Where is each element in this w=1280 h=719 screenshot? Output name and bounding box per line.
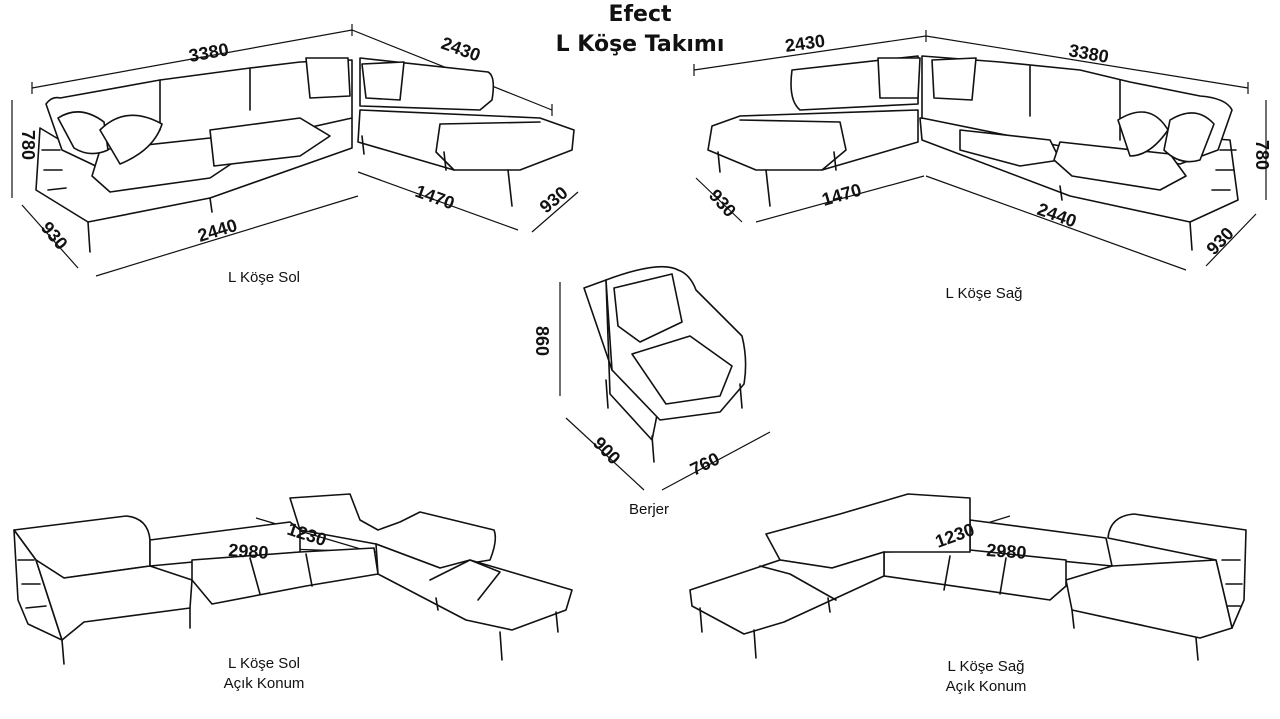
dim-rt-base-short: 1470 (820, 180, 864, 210)
dim-berjer-width: 760 (687, 448, 723, 479)
dim-berjer-depth: 900 (589, 433, 624, 469)
dim-lt-top-short: 2430 (439, 33, 483, 65)
sofa-legs (61, 597, 559, 665)
dim-line-depth-right (531, 191, 579, 233)
dim-line-depth-left (21, 204, 79, 269)
pillow-left (57, 111, 109, 155)
dim-berjer-height: 860 (532, 326, 552, 356)
sofa-left-bottom-open (13, 493, 573, 665)
dim-rt-top-long: 3380 (1067, 40, 1110, 67)
caption-right-top: L Köşe Sağ (945, 285, 1023, 302)
dim-rt-height: 780 (1252, 140, 1272, 170)
caption-left-bottom-2: Açık Konum (223, 675, 305, 692)
armchair-legs (605, 379, 743, 463)
pillow-corner-2 (931, 57, 977, 101)
dim-line-depth-right (1205, 213, 1257, 267)
sofa-right-top (693, 30, 1267, 271)
pillow-corner-1 (877, 57, 921, 99)
arm-left (13, 529, 63, 641)
sofa-legs (717, 151, 1193, 251)
seat-left (35, 559, 193, 641)
seat-cushion-2 (209, 117, 331, 167)
dim-lt-height: 780 (18, 130, 38, 160)
title-line-2: L Köşe Takımı (555, 32, 725, 57)
caption-left-top: L Köşe Sol (228, 269, 300, 286)
seat-cushion-1 (959, 129, 1061, 167)
caption-right-bottom-1: L Köşe Sağ (947, 658, 1025, 675)
armchair-berjer (559, 265, 771, 491)
sofa-right-bottom-open (689, 493, 1247, 661)
dim-lt-base-short: 1470 (413, 181, 457, 213)
chaise-right (375, 543, 573, 631)
dim-lt-depth-right: 930 (536, 182, 572, 217)
seat-right (1065, 559, 1233, 639)
dim-lb-width: 2980 (228, 540, 269, 563)
dim-lt-depth-left: 930 (37, 218, 72, 254)
chaise-left (689, 551, 885, 635)
dim-rt-base-long: 2440 (1035, 199, 1079, 231)
sofa-bed-extension (883, 549, 1067, 601)
sofa-bed-extension (191, 547, 379, 605)
sofa-legs (699, 597, 1199, 661)
caption-center: Berjer (628, 501, 669, 518)
pillow-corner-2 (361, 61, 405, 101)
dim-rb-width: 2980 (986, 540, 1027, 563)
armchair-back-cushion (613, 273, 683, 343)
pillow-corner-1 (305, 57, 351, 99)
dim-line-base-short (755, 175, 925, 223)
caption-right-bottom-2: Açık Konum (945, 678, 1027, 695)
dim-line-base-short (357, 171, 519, 231)
dim-line-base-long (95, 195, 359, 277)
dim-rt-depth-right: 930 (1202, 223, 1237, 259)
pillow-right-2 (1163, 112, 1215, 163)
pillow-left-2 (99, 114, 163, 165)
arm-right (1107, 513, 1247, 629)
dim-lt-base-long: 2440 (195, 215, 239, 246)
armchair-seat (631, 335, 733, 405)
sofa-chaise (357, 109, 575, 171)
dim-line-base-long (925, 175, 1187, 271)
caption-left-bottom-1: L Köşe Sol (228, 655, 300, 672)
sofa-chaise (707, 109, 919, 171)
dim-lt-top-long: 3380 (187, 39, 230, 66)
dim-line-depth (565, 417, 645, 491)
sofa-legs (87, 135, 513, 253)
sofa-left-top (11, 24, 579, 277)
dim-line-depth-left (695, 177, 743, 223)
dim-line-width (661, 431, 771, 491)
title-line-1: Efect (608, 2, 672, 27)
